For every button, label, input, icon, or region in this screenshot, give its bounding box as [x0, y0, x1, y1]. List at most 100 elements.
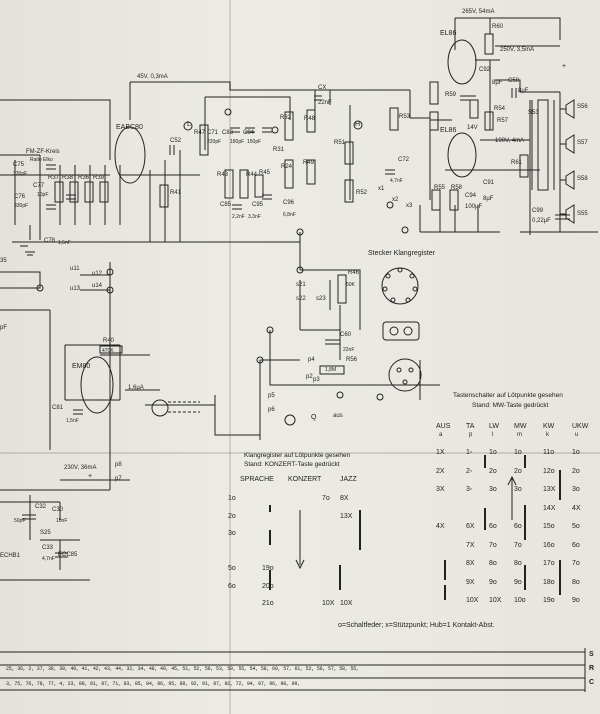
c60-value: 22nF — [343, 347, 355, 353]
klang-cell: 1o — [228, 495, 236, 502]
tasten-cell: 4X — [572, 504, 581, 512]
r39-label: R39 — [93, 175, 105, 181]
tasten-cell: 8o — [514, 560, 522, 567]
tasten-cell: 11o — [543, 449, 555, 456]
switch-x2: x2 — [392, 197, 399, 203]
c22-value: 22nF — [318, 100, 332, 106]
c71-value: 220pF — [207, 139, 222, 145]
switch-p6: p6 — [268, 407, 275, 413]
s56-label: S56 — [577, 104, 588, 110]
tasten-cell: 10o — [514, 597, 526, 604]
tasten-col-sub: m — [517, 432, 522, 438]
tasten-cell: 18o — [543, 578, 555, 586]
tasten-cell: 1◦ — [466, 449, 473, 456]
src-label-s: S — [589, 651, 594, 658]
klang-cell: 6o — [228, 582, 236, 590]
c96-value: 6,8nF — [283, 212, 296, 218]
s55-label: S55 — [577, 211, 588, 217]
r46-label: R46 — [348, 270, 360, 276]
r45-label: R45 — [259, 170, 271, 176]
klang-cell: 3o — [228, 530, 236, 537]
c72-label: C72 — [398, 157, 410, 163]
left-35-label: 35 — [0, 258, 7, 264]
tube-em80-label: EM80 — [72, 363, 91, 370]
tastenschalter-subtitle: Stand: MW-Taste gedrückt — [472, 402, 549, 409]
tasten-cell: 9X — [466, 578, 475, 586]
stecker-klangregister-title: Stecker Klangregister — [368, 250, 435, 257]
tasten-cell: 8X — [466, 560, 475, 567]
switch-p8: p8 — [115, 462, 122, 468]
klang-col-jazz: JAZZ — [340, 476, 357, 483]
tasten-cell: 2o — [514, 467, 522, 475]
tasten-col-sub: l — [492, 432, 494, 438]
c58-value: 8µF — [518, 88, 529, 94]
tasten-cell: 5o — [572, 523, 580, 530]
c32-label: C32 — [35, 504, 47, 510]
r38-label: R38 — [62, 175, 74, 181]
c77-value: 10pF — [37, 192, 49, 198]
c99-label: C99 — [532, 208, 544, 214]
klang-cell: 5o — [228, 565, 236, 572]
tube-eabc80-label: EABC80 — [116, 124, 143, 131]
c75-value: 330pF — [13, 171, 28, 177]
switch-s21: s21 — [296, 282, 306, 288]
klang-col-konzert: KONZERT — [288, 476, 322, 483]
tasten-col-sub: k — [546, 432, 549, 438]
tasten-cell: 9o — [572, 597, 580, 604]
switch-p2: p2 — [306, 374, 313, 380]
tube-el86-top-label: EL86 — [440, 30, 457, 37]
tasten-cell: 3X — [436, 486, 445, 493]
s25-label: S25 — [40, 530, 51, 536]
tasten-cell: 8o — [572, 578, 580, 586]
klang-cell: 13X — [340, 512, 353, 520]
tasten-cell: 7o — [489, 541, 497, 549]
q-terminal-label: Q — [311, 414, 317, 421]
s53-label: S53 — [528, 110, 539, 116]
klangregister-title: Klangregister auf Lötpunkte gesehen — [244, 452, 351, 459]
c94-label: C94 — [465, 193, 477, 199]
r41-label: R41 — [170, 190, 182, 196]
klangregister-subtitle: Stand: KONZERT-Taste gedrückt — [244, 461, 340, 468]
r56-value: 1,8M — [325, 367, 337, 373]
c92-label: C92 — [479, 67, 491, 73]
tasten-col-header: MW — [514, 423, 527, 430]
bottom-ref-row1: 25, 36, 2, 37, 38, 39, 40, 41, 42, 43, 4… — [6, 666, 359, 672]
legend-text: o=Schaltfeder; x=Stützpunkt; Hub=1 Konta… — [338, 622, 495, 629]
r46-value: 50K — [346, 282, 355, 288]
aus-label: aus — [333, 413, 343, 419]
src-label-r: R — [589, 665, 595, 672]
tasten-cell: 10X — [489, 597, 502, 604]
tasten-cell: 1o — [514, 449, 522, 456]
node-h-marker: H — [355, 121, 361, 128]
switch-s23: s23 — [316, 296, 326, 302]
c85-label: C85 — [220, 202, 232, 208]
tasten-cell: 6o — [514, 523, 522, 530]
switch-s22: s22 — [296, 296, 306, 302]
switch-u13: u13 — [70, 286, 81, 292]
switch-x3: x3 — [406, 203, 413, 209]
tube-el86-bottom-label: EL86 — [440, 127, 457, 134]
tasten-cell: 10X — [466, 597, 479, 604]
tasten-col-header: UKW — [572, 423, 589, 430]
r54-label: R54 — [494, 106, 506, 112]
r48-label: R48 — [304, 116, 316, 122]
tasten-cell: 16o — [543, 541, 555, 549]
c52-label: C52 — [170, 138, 182, 144]
s58-label: S58 — [577, 176, 588, 182]
tasten-cell: 3o — [572, 486, 580, 493]
r61-label: R61 — [511, 160, 523, 166]
tasten-col-header: AUS — [436, 423, 451, 430]
paper-fold-horizontal — [0, 452, 600, 454]
r24-label: R24 — [281, 164, 293, 170]
tube-ecc85-label: ECC85 — [58, 552, 78, 558]
cx-label: CX — [318, 85, 327, 91]
r60-label: R60 — [492, 24, 504, 30]
r47-label: R47 — [194, 130, 206, 136]
tasten-cell: 7o — [572, 560, 580, 567]
c83-value: 180pF — [230, 139, 245, 145]
r51-label: R51 — [334, 140, 346, 146]
klang-cell: 2o — [228, 512, 236, 520]
v190-label: 190V, 4mA — [495, 138, 525, 144]
switch-x1: x1 — [378, 186, 385, 192]
